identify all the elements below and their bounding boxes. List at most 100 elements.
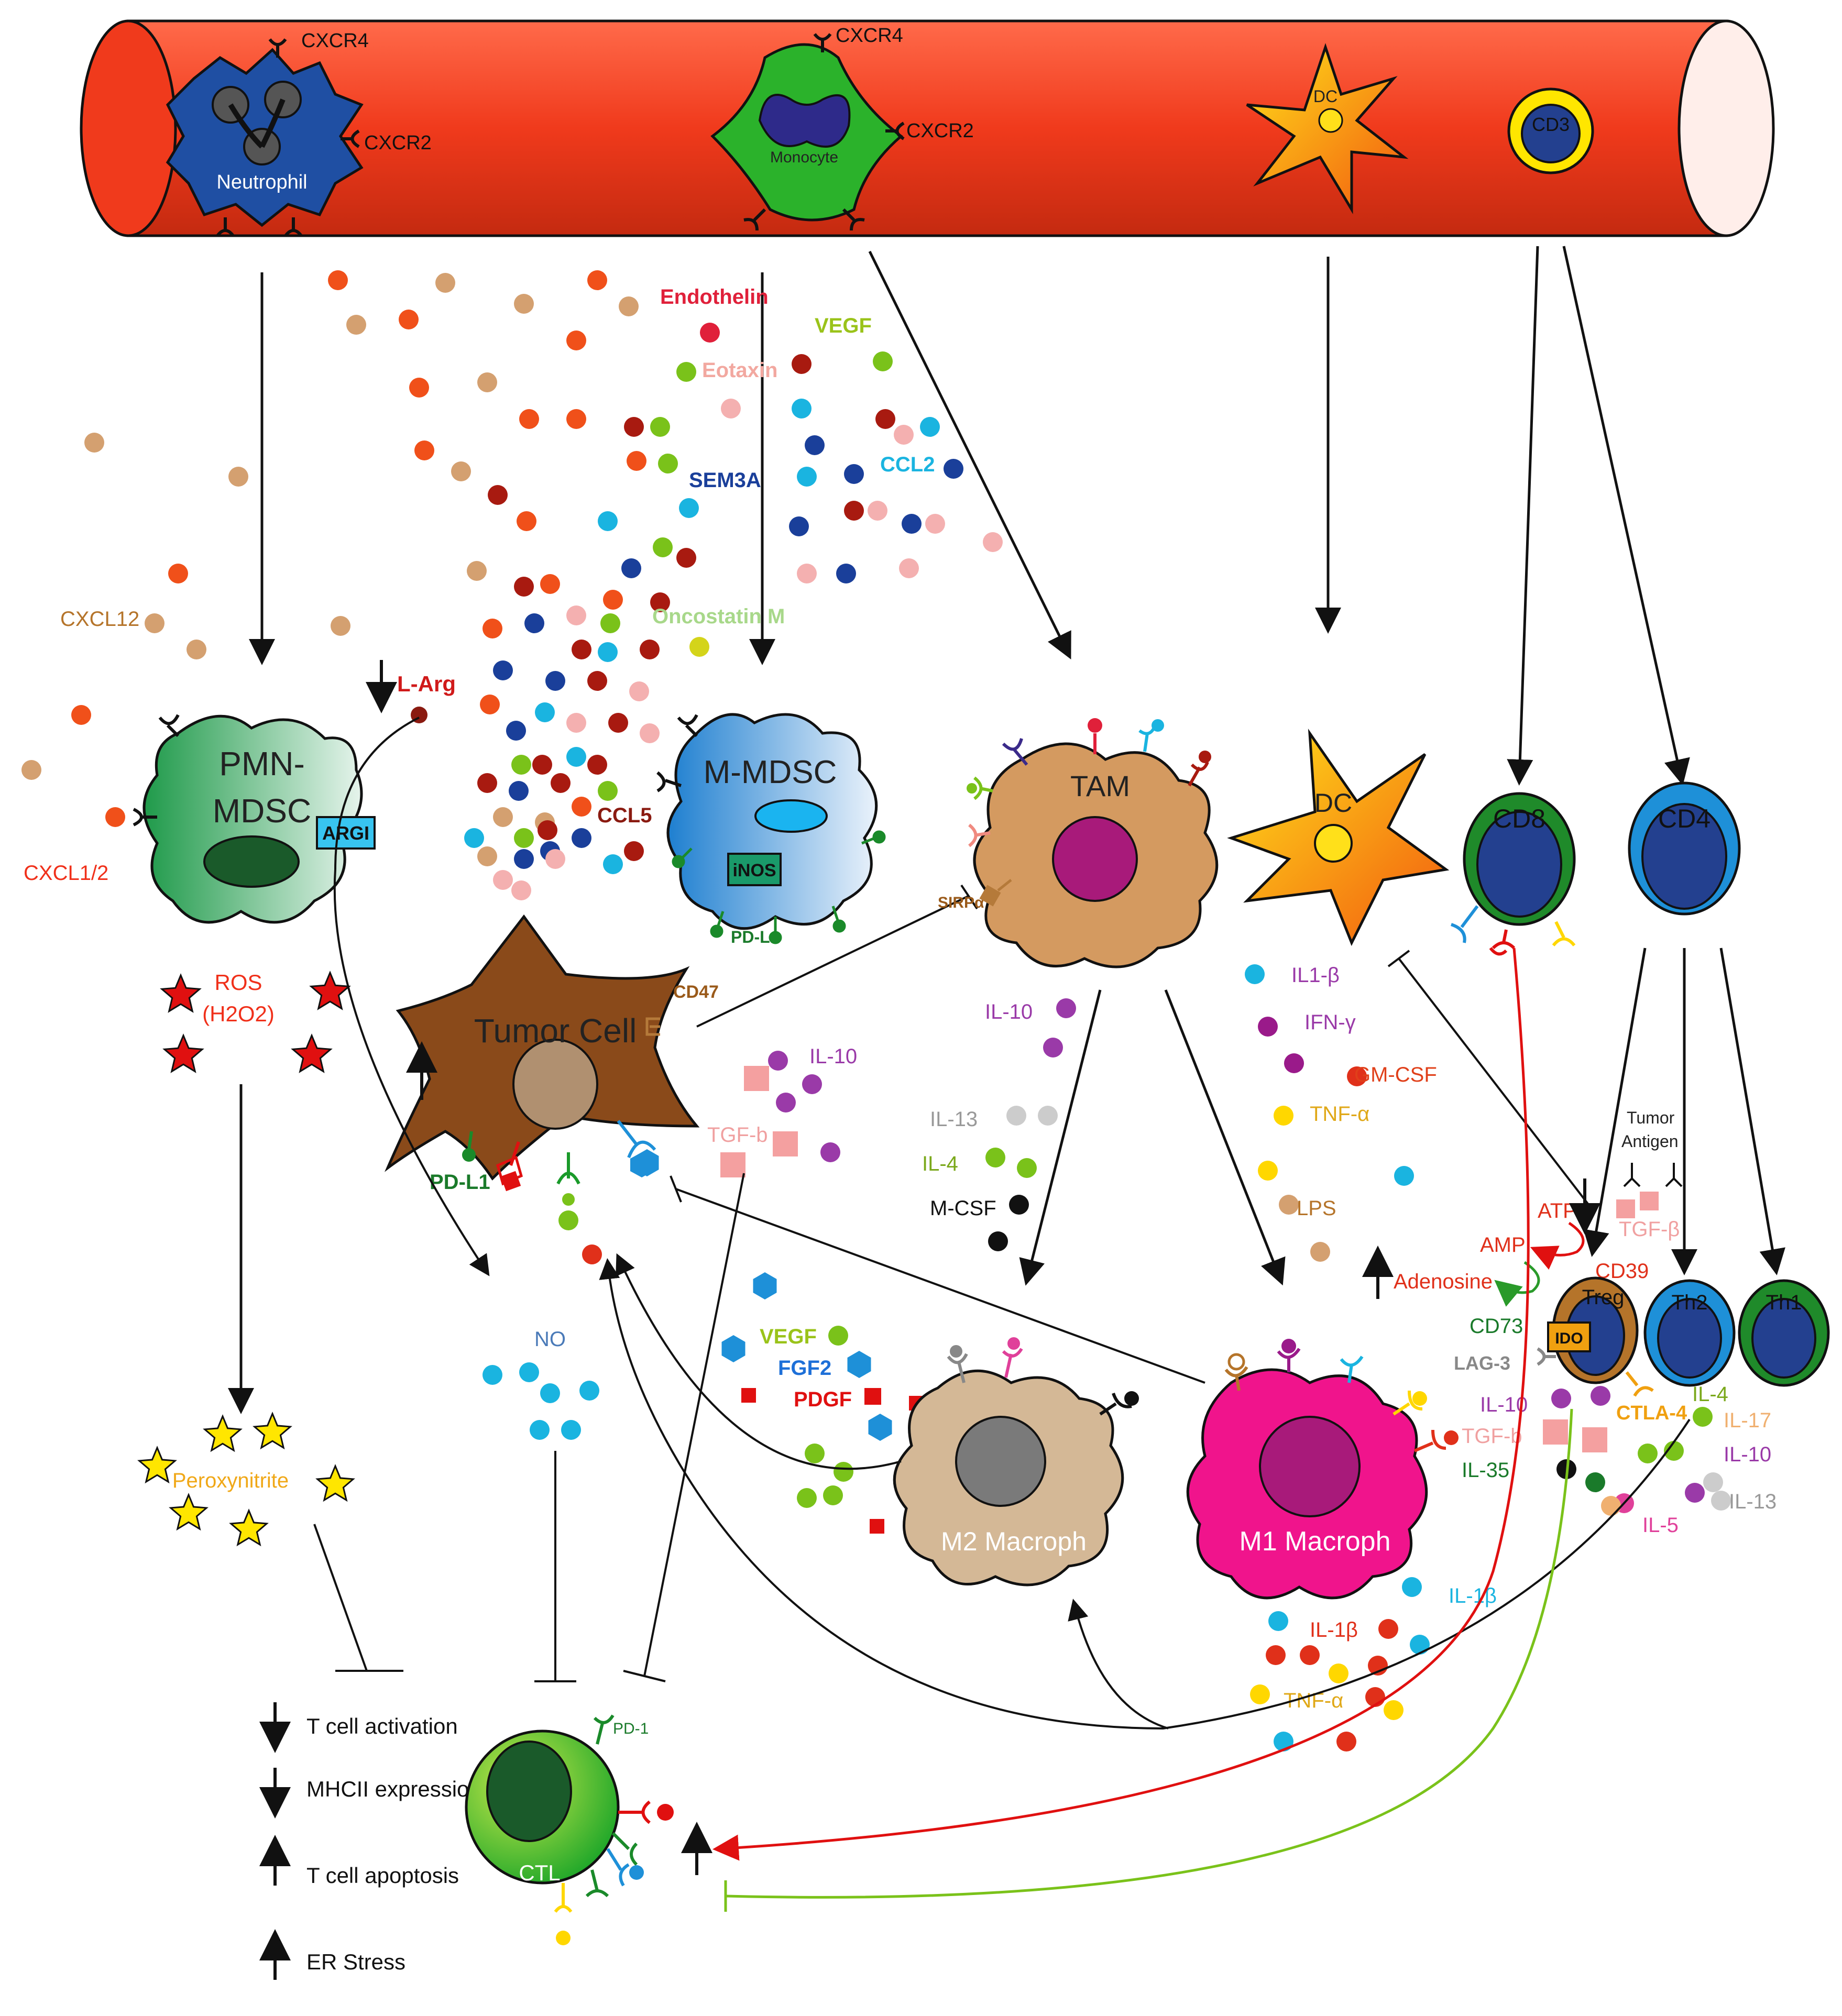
cytokine-dot: [566, 747, 586, 767]
cytokine-dot: [920, 417, 940, 437]
ido-label: IDO: [1555, 1330, 1583, 1347]
cytokine-dot: [399, 310, 419, 329]
gmcsf-label: GM-CSF: [1354, 1063, 1437, 1086]
cytokine-dot: [1245, 964, 1265, 984]
cytokine-dot: [545, 849, 565, 869]
eotaxin-label: Eotaxin: [702, 359, 777, 382]
receptor-icon: [133, 808, 157, 827]
inos-label: iNOS: [732, 861, 776, 880]
cytokine-dot: [483, 619, 502, 638]
cytokine-dot: [828, 1326, 848, 1346]
ros-star-icon: [162, 1033, 204, 1073]
cytokine-dot: [480, 695, 500, 714]
dc-inhibition: [1387, 950, 1594, 1211]
il1b-m1-label: IL-1β: [1449, 1584, 1497, 1607]
m1-tumor-inhibition: [670, 1175, 1205, 1384]
tgfb-treg-label: TGF-β: [1619, 1218, 1680, 1241]
cytokine-dot: [1329, 1664, 1348, 1683]
cytokine-dot: [517, 511, 536, 531]
cytokine-dot: [561, 1420, 581, 1440]
amp-label: AMP: [1480, 1233, 1526, 1257]
cytokine-dot: [532, 755, 552, 775]
cytokine-dot: [1410, 1635, 1430, 1655]
il1b-m1b-label: IL-1β: [1310, 1618, 1358, 1642]
th2-label: Th2: [1672, 1291, 1708, 1314]
cytokine-dot: [792, 354, 812, 374]
cytokine-dot: [598, 511, 618, 531]
pdl1-tumor-label: PD-L1: [430, 1171, 490, 1194]
tumor-cell-label: Tumor Cell: [474, 1012, 637, 1050]
cytokine-dot: [844, 464, 864, 484]
cytokine-dot: [1638, 1444, 1658, 1463]
cytokine-dot: [414, 440, 434, 460]
treg-to-ctl-inhibition: [724, 1408, 1573, 1912]
cytokine-dot: [894, 425, 914, 445]
cytokine-dot: [621, 558, 641, 578]
pmn-mdsc-label-1: PMN-: [219, 745, 305, 783]
il10-tumor-label: IL-10: [809, 1045, 857, 1068]
cytokine-dot: [868, 501, 887, 521]
pmn-mdsc-label-2: MDSC: [213, 792, 311, 830]
tam-cell: TAM SIRPα: [938, 718, 1219, 968]
treg-cell: Treg IDO: [1537, 1276, 1654, 1397]
fgf2-label: FGF2: [778, 1357, 831, 1380]
cytokine-dot: [768, 1051, 788, 1071]
lag3-label: LAG-3: [1454, 1352, 1510, 1374]
cytokine-dot: [805, 435, 825, 455]
cytokine-dot: [511, 755, 531, 775]
cytokine-dot: [776, 1093, 796, 1112]
cytokine-dot: [1685, 1483, 1705, 1503]
l-arg-label: L-Arg: [397, 671, 456, 696]
cytokine-dot: [1591, 1386, 1610, 1406]
cytokine-dot: [483, 1365, 502, 1385]
cytokine-dot: [1274, 1106, 1293, 1126]
cd4-to-th1-arrow: [1719, 948, 1785, 1275]
cytokine-dot: [1284, 1053, 1304, 1073]
cytokine-dot: [1601, 1496, 1621, 1516]
cytokine-dot: [1693, 1407, 1713, 1427]
cytokine-dot: [875, 409, 895, 429]
t-cell-activation-label: T cell activation: [306, 1714, 458, 1738]
cytokine-dot: [1006, 1106, 1026, 1126]
cytokine-dot: [519, 409, 539, 429]
ros-star-icon: [309, 971, 351, 1010]
pd-l1-dot: [462, 1148, 476, 1162]
cytokine-dot: [488, 485, 508, 505]
cytokine-dot: [658, 454, 678, 473]
cxcr4-label-b: CXCR4: [836, 25, 903, 47]
ros-label: ROS: [214, 970, 262, 995]
cytokine-dot: [823, 1485, 843, 1505]
pd-l1-markers: [672, 830, 886, 944]
cytokine-dot: [624, 417, 644, 437]
cytokine-dot: [1009, 1195, 1029, 1215]
tumor-antigen-label-1: Tumor: [1627, 1108, 1675, 1127]
treg-label: Treg: [1582, 1286, 1625, 1309]
cytokine-dot: [1347, 1066, 1367, 1086]
cytokine-dot: [1043, 1038, 1063, 1057]
cytokine-dot: [1664, 1441, 1684, 1461]
cytokine-dot: [566, 331, 586, 350]
tnfa-dc-label: TNF-α: [1310, 1103, 1369, 1126]
cytokine-dot: [514, 577, 534, 597]
mcsf-label: M-CSF: [930, 1197, 996, 1220]
il10-tam-label: IL-10: [985, 1000, 1033, 1023]
cytokine-dot: [629, 681, 649, 701]
peroxynitrite-star-icon: [229, 1508, 269, 1547]
cytokine-dot: [1585, 1472, 1605, 1492]
cytokine-dot: [1551, 1389, 1571, 1408]
cytokine-dot: [572, 797, 591, 817]
neutrophil-label: Neutrophil: [216, 171, 307, 193]
cxcr2-label-b: CXCR2: [906, 120, 974, 142]
cytokine-dot: [679, 498, 699, 518]
cytokine-dot: [802, 1074, 822, 1094]
cytokine-dot: [84, 433, 104, 453]
cytokine-dot: [789, 516, 809, 536]
cytokine-dot: [603, 590, 623, 610]
cytokine-dot: [805, 1444, 825, 1463]
cytokine-dot: [1258, 1017, 1278, 1037]
peroxynitrite-star-icon: [253, 1412, 292, 1450]
blood-vessel: [80, 19, 1775, 237]
il35-label: IL-35: [1462, 1459, 1509, 1482]
tumor-antigen-label-2: Antigen: [1621, 1132, 1679, 1151]
dendritic-cell-tissue: DC: [1227, 729, 1450, 946]
